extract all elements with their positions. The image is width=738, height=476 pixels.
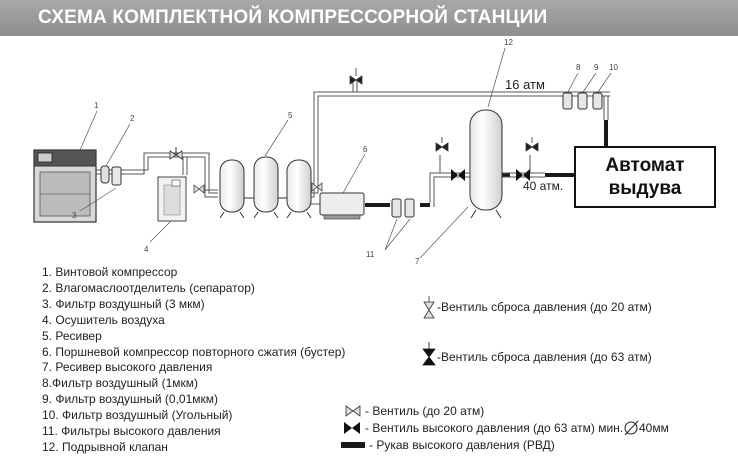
- callout-10: 10: [609, 63, 618, 72]
- legend-item: 11. Фильтры высокого давления: [42, 424, 221, 439]
- pressure-40-label: 40 атм.: [523, 179, 563, 193]
- legend-item: 3. Фильтр воздушный (3 мкм): [42, 296, 205, 311]
- legend-item: 5. Ресивер: [42, 328, 102, 343]
- legend-symbol-relief-low: [423, 296, 435, 319]
- diameter-icon: [624, 420, 639, 436]
- callout-8: 8: [576, 63, 581, 72]
- page-title: СХЕМА КОМПЛЕКТНОЙ КОМПРЕССОРНОЙ СТАНЦИИ: [38, 7, 548, 28]
- callout-7: 7: [415, 257, 420, 266]
- callout-3: 3: [72, 211, 77, 220]
- pressure-16-label: 16 атм: [505, 77, 545, 92]
- legend-symbol-valve-high: [344, 422, 360, 434]
- legend-symbol-valve-low: [345, 405, 361, 417]
- title-bar: СХЕМА КОМПЛЕКТНОЙ КОМПРЕССОРНОЙ СТАНЦИИ: [0, 0, 738, 36]
- callout-2: 2: [130, 114, 135, 123]
- air-dryer: [157, 176, 187, 222]
- hp-pipes: [429, 155, 545, 207]
- hp-inline-valves: [193, 169, 530, 194]
- callout-5: 5: [288, 111, 293, 120]
- valve-low-label: - Вентиль (до 20 атм): [365, 404, 485, 418]
- legend-item: 4. Осушитель воздуха: [42, 312, 165, 327]
- hp-receiver: [469, 109, 503, 219]
- hp-filters: [391, 198, 415, 218]
- legend-item: 8.Фильтр воздушный (1мкм): [42, 376, 199, 391]
- legend-item: 6. Поршневой компрессор повторного сжати…: [42, 344, 346, 359]
- leader-lines: [79, 47, 612, 259]
- booster-compressor: [319, 192, 365, 220]
- callout-1: 1: [94, 101, 99, 110]
- legend-item: 10. Фильтр воздушный (Угольный): [42, 408, 233, 423]
- legend-item: 2. Влагомаслоотделитель (сепаратор): [42, 280, 255, 295]
- valve-high-diameter: 40мм: [639, 421, 669, 435]
- legend-item: 12. Подрывной клапан: [42, 439, 168, 454]
- callout-12: 12: [504, 38, 513, 47]
- callout-4: 4: [144, 245, 149, 254]
- legend-item: 1. Винтовой компрессор: [42, 265, 178, 279]
- relief-low-label: -Вентиль сброса давления (до 20 атм): [437, 300, 652, 314]
- hose-label: - Рукав высокого давления (РВД): [369, 438, 555, 452]
- callout-11: 11: [366, 250, 375, 259]
- high-pressure-hoses: [365, 120, 608, 207]
- receivers: [219, 156, 312, 219]
- legend-item: 9. Фильтр воздушный (0,01мкм): [42, 392, 219, 407]
- legend-symbol-hose: [341, 442, 365, 448]
- blow-molding-machine: [574, 146, 716, 208]
- valve-low-top: [169, 147, 183, 160]
- automat-line2: выдува: [609, 178, 682, 199]
- components-legend: 1. Винтовой компрессор 2. Влагомаслоотде…: [42, 265, 345, 456]
- air-filter-3um: [111, 166, 122, 186]
- top-filters: [562, 92, 603, 110]
- valve-high-label: - Вентиль высокого давления (до 63 атм) …: [365, 421, 624, 435]
- separator: [100, 165, 110, 184]
- legend-symbol-relief-high: [422, 342, 436, 366]
- relief-valves: [349, 68, 539, 152]
- callout-6: 6: [363, 145, 368, 154]
- relief-high-label: -Вентиль сброса давления (до 63 атм): [437, 350, 652, 364]
- legend-item: 7. Ресивер высокого давления: [42, 360, 213, 375]
- screw-compressor: [33, 149, 97, 223]
- callout-9: 9: [594, 63, 599, 72]
- automat-line1: Автомат: [605, 155, 684, 176]
